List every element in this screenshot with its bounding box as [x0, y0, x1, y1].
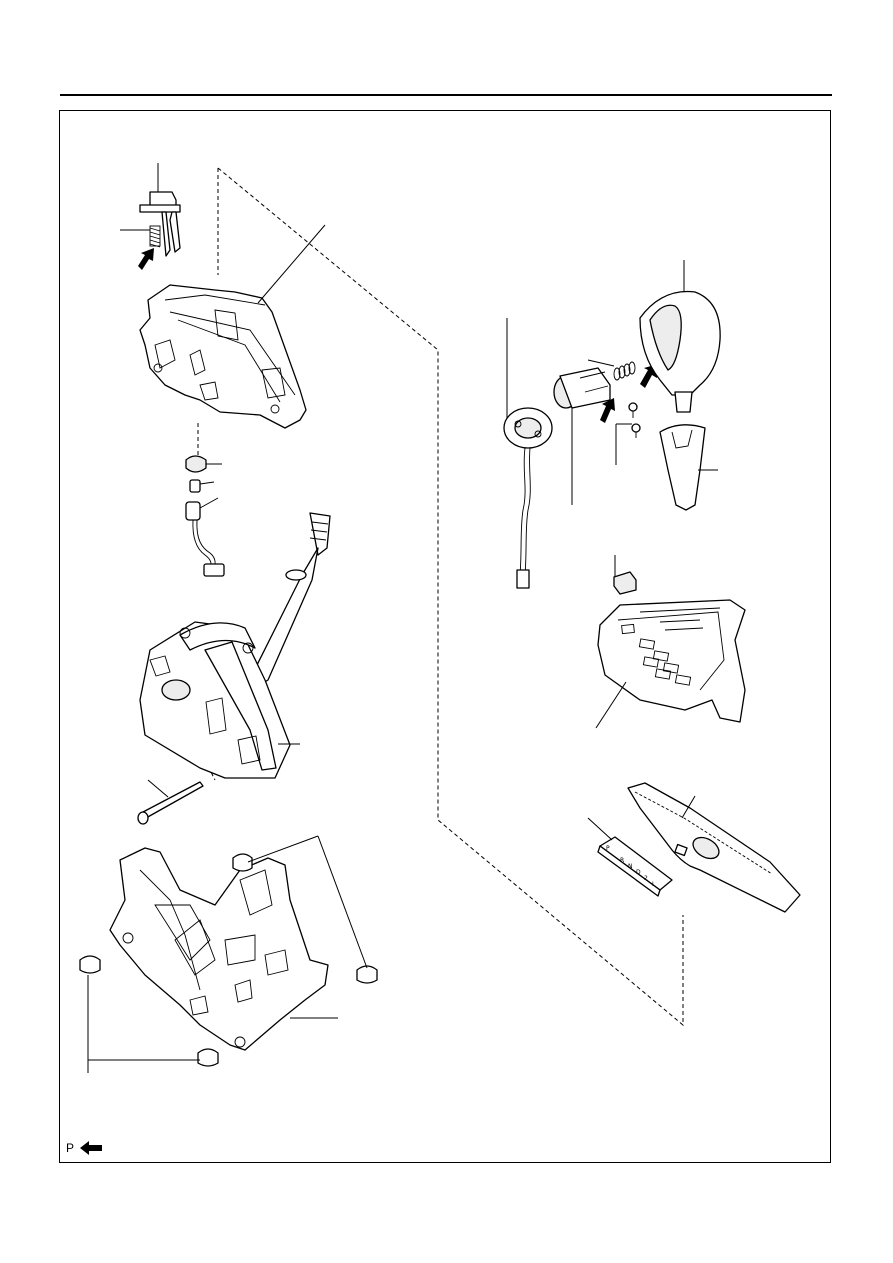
gate-position-label: N — [628, 863, 633, 870]
diagram-frame — [59, 110, 831, 1163]
pin — [137, 779, 204, 825]
indicator-windows — [638, 638, 692, 686]
header-rule — [60, 94, 832, 96]
clip — [613, 555, 637, 595]
gate-position-label: R — [620, 857, 624, 864]
shift-lever-assembly — [139, 512, 331, 779]
gate-plate: P R N D 2 L — [587, 817, 673, 897]
upper-housing — [139, 224, 326, 429]
legend-label: P — [66, 1141, 75, 1155]
indicator-housing — [595, 599, 746, 729]
dust-cover — [627, 782, 801, 913]
spring — [120, 225, 161, 270]
bushings — [79, 835, 378, 1073]
shift-lock-bracket — [139, 163, 181, 257]
gate-position-label: D — [636, 869, 641, 876]
gate-position-label: 2 — [644, 875, 648, 882]
lamp-socket-parts — [185, 455, 225, 577]
knob-grip — [659, 424, 718, 511]
arrow-left-icon — [80, 1141, 103, 1155]
apply-grease-arrow-icon — [138, 248, 154, 270]
apply-grease-arrow-icon — [600, 398, 615, 423]
knob-spring — [613, 361, 636, 381]
gate-position-label: P — [606, 845, 610, 852]
legend: P — [66, 1141, 104, 1155]
indicator-ring-harness — [503, 318, 553, 589]
gate-position-label: L — [652, 881, 656, 888]
base-plate — [109, 847, 338, 1051]
screws — [615, 402, 641, 465]
shift-knob — [639, 260, 721, 413]
knob-switch — [553, 359, 658, 505]
